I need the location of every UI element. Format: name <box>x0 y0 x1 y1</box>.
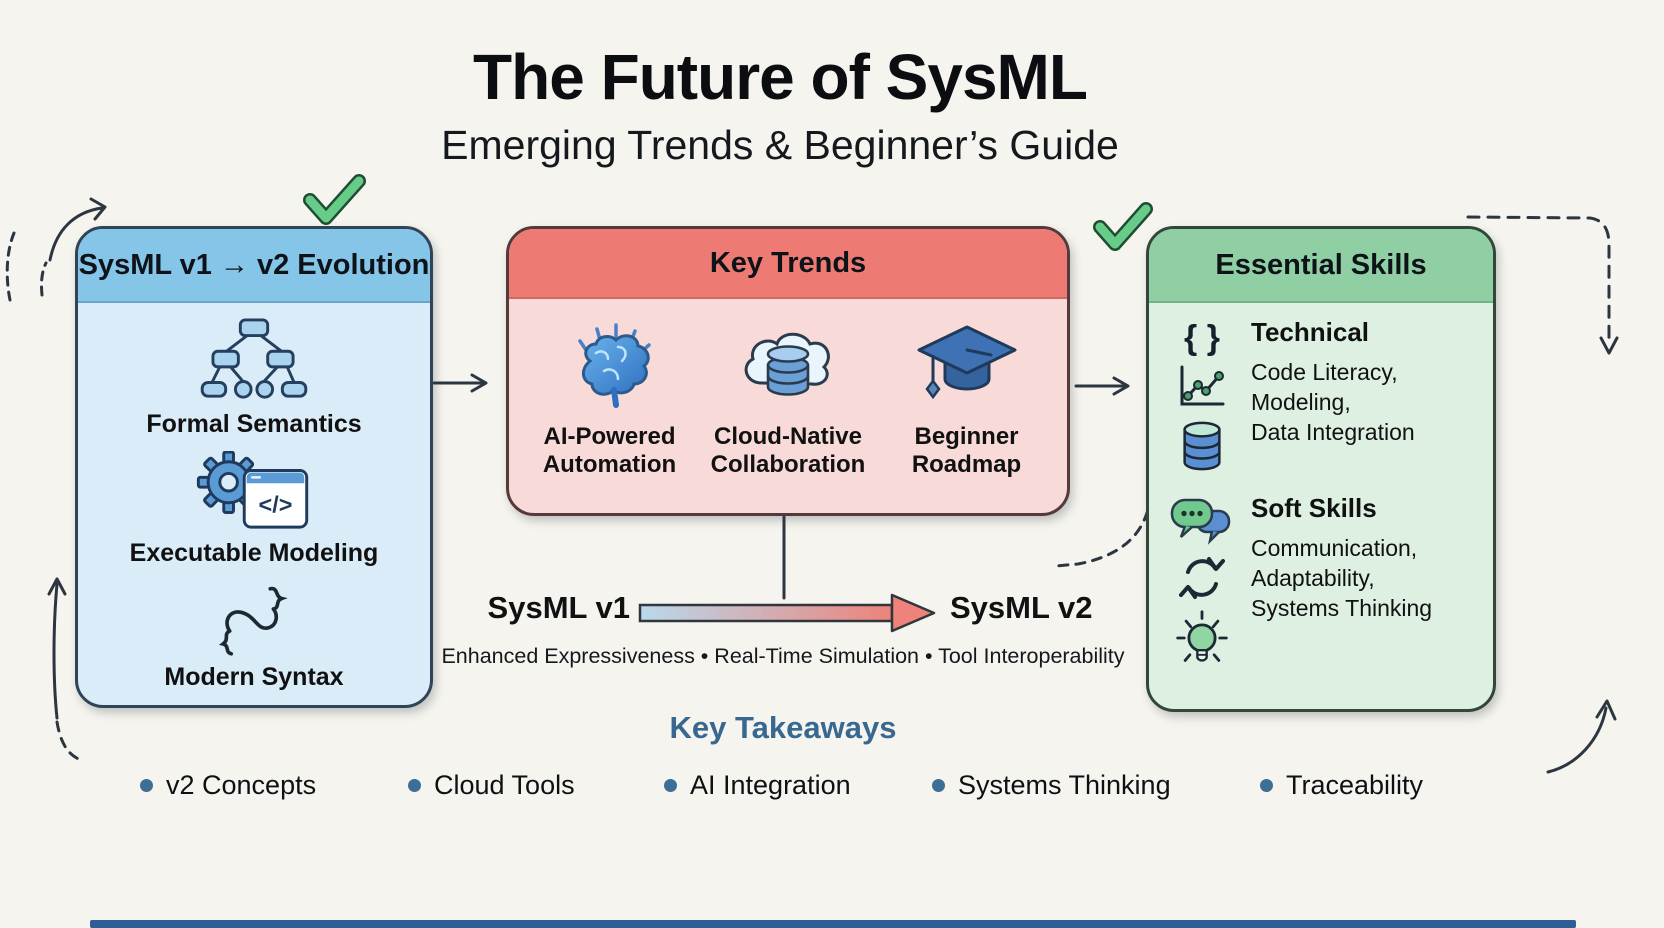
bullet-dot-icon <box>932 779 945 792</box>
takeaway-item: Traceability <box>1260 770 1423 801</box>
takeaway-item: Systems Thinking <box>932 770 1171 801</box>
evolution-item-label: Modern Syntax <box>164 662 344 691</box>
panel-evolution-title: SysML v1 → v2 Evolution <box>78 248 430 281</box>
checkmark-right-icon <box>1093 202 1153 251</box>
bullet-dot-icon <box>408 779 421 792</box>
takeaway-label: Systems Thinking <box>958 770 1171 800</box>
cycle-arrows-icon <box>1179 557 1225 599</box>
trend-item-label: AI-Powered Automation <box>542 423 677 478</box>
graduation-cap-icon <box>917 325 1016 400</box>
svg-text:</>: </> <box>259 491 293 517</box>
page-subtitle: Emerging Trends & Beginner’s Guide <box>441 122 1119 168</box>
gear-code-icon: </> <box>196 450 309 529</box>
dashed-curve-mid-panel <box>1054 476 1154 568</box>
arrowhead-evolution-to-trends <box>470 373 488 393</box>
skills-technical-text-col: Technical Code Literacy, Modeling, Data … <box>1251 315 1479 473</box>
bullet-dot-icon <box>664 779 677 792</box>
trend-item-ai-automation: AI-Powered Automation <box>522 317 698 478</box>
skills-technical-icons: { } <box>1169 315 1235 473</box>
panel-trends-title: Key Trends <box>709 246 867 279</box>
evolution-item-executable-modeling: </> Executable Modeling <box>129 450 379 568</box>
squiggle-icon <box>218 586 288 656</box>
skills-soft-text-col: Soft Skills Communication, Adaptability,… <box>1251 491 1479 667</box>
line-chart-icon <box>1180 365 1225 406</box>
trend-item-label: Cloud-Native Collaboration <box>710 423 866 478</box>
takeaway-label: AI Integration <box>690 770 851 800</box>
evolution-item-label: Formal Semantics <box>146 410 362 439</box>
sysml-v1-label: SysML v1 <box>487 590 630 625</box>
skills-group-soft: Soft Skills Communication, Adaptability,… <box>1169 491 1479 667</box>
takeaway-item: AI Integration <box>664 770 851 801</box>
trend-item-label: Beginner Roadmap <box>911 423 1022 478</box>
arrowhead-up-left <box>47 577 67 596</box>
evolution-caption: Enhanced Expressiveness • Real-Time Simu… <box>441 644 1125 668</box>
database-icon <box>1183 421 1221 471</box>
skills-soft-icons <box>1169 491 1235 667</box>
cloud-database-icon <box>744 332 830 396</box>
panel-skills-title: Essential Skills <box>1215 248 1427 281</box>
tree-diagram-icon <box>200 318 308 399</box>
panel-skills-body: { } <box>1149 303 1493 667</box>
speech-bubbles-icon <box>1170 498 1231 545</box>
panel-evolution-header: SysML v1 → v2 Evolution <box>78 229 430 303</box>
gradient-arrow <box>638 593 936 633</box>
takeaway-label: v2 Concepts <box>166 770 317 800</box>
takeaways-title: Key Takeaways <box>669 710 897 745</box>
braces-icon: { } <box>1184 319 1220 357</box>
panel-trends-header: Key Trends <box>509 229 1067 299</box>
takeaway-item: v2 Concepts <box>140 770 316 801</box>
brain-icon <box>577 323 651 408</box>
sysml-v2-label: SysML v2 <box>950 590 1093 625</box>
dashed-curve-top-left <box>40 261 48 297</box>
dashed-edge-left <box>5 231 16 302</box>
checkmark-left-icon <box>303 174 366 225</box>
panel-skills-header: Essential Skills <box>1149 229 1493 303</box>
skills-group-technical: { } <box>1169 315 1479 473</box>
bottom-accent-bar <box>90 920 1576 928</box>
arrowhead-bottom-right <box>1595 699 1617 721</box>
arrowhead-top-left <box>89 197 107 221</box>
evolution-item-label: Executable Modeling <box>129 538 379 567</box>
skills-soft-text: Communication, Adaptability, Systems Thi… <box>1251 535 1433 621</box>
panel-trends-body: AI-Powered Automation Cloud-Native Colla… <box>509 299 1067 478</box>
skills-technical-heading: Technical <box>1251 317 1370 347</box>
skills-technical-text: Code Literacy, Modeling, Data Integratio… <box>1251 359 1415 445</box>
takeaway-label: Cloud Tools <box>434 770 575 800</box>
trend-item-cloud-collaboration: Cloud-Native Collaboration <box>700 317 876 478</box>
bullet-dot-icon <box>140 779 153 792</box>
panel-evolution-body: Formal Semantics <box>78 303 430 703</box>
page-title: The Future of SysML <box>473 41 1088 113</box>
panel-skills: Essential Skills { } <box>1146 226 1496 712</box>
evolution-item-formal-semantics: Formal Semantics <box>146 318 362 439</box>
arrowhead-down-right <box>1599 336 1619 355</box>
lightbulb-icon <box>1176 610 1228 662</box>
takeaway-item: Cloud Tools <box>408 770 575 801</box>
bullet-dot-icon <box>1260 779 1273 792</box>
skills-soft-heading: Soft Skills <box>1251 493 1377 523</box>
trend-item-beginner-roadmap: Beginner Roadmap <box>879 317 1055 478</box>
panel-trends: Key Trends <box>506 226 1070 516</box>
takeaway-label: Traceability <box>1286 770 1424 800</box>
arrowhead-trends-to-skills <box>1112 376 1130 396</box>
evolution-item-modern-syntax: Modern Syntax <box>164 579 344 692</box>
panel-evolution: SysML v1 → v2 Evolution <box>75 226 433 708</box>
